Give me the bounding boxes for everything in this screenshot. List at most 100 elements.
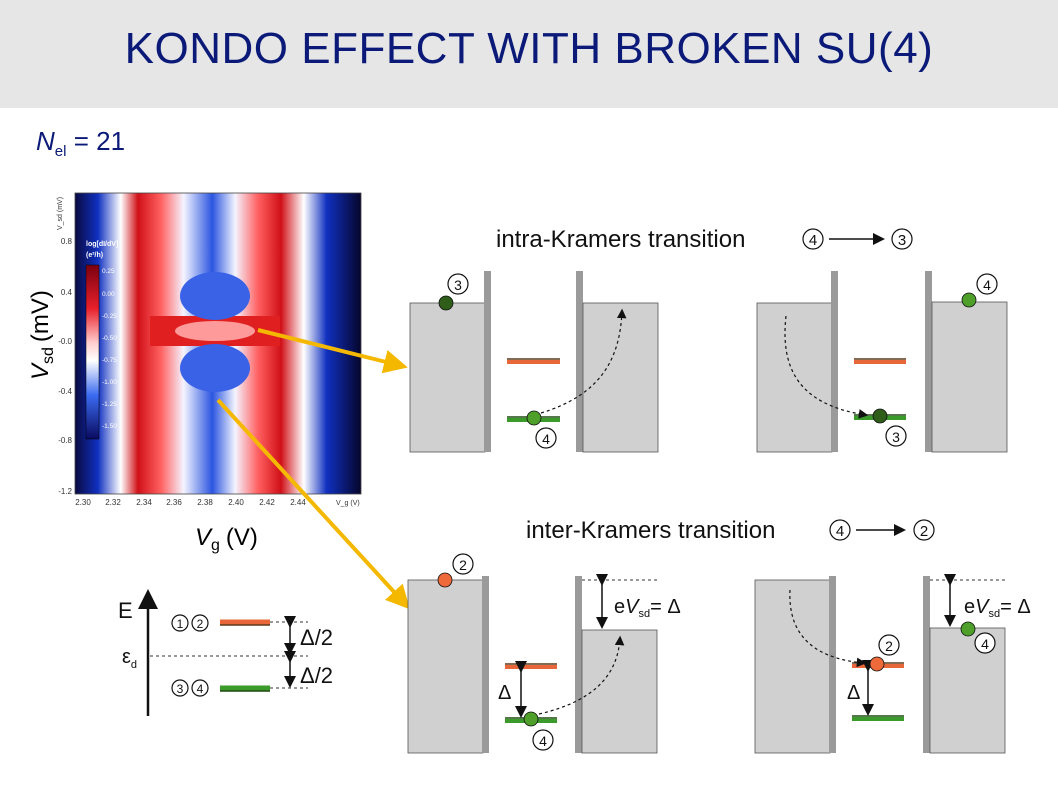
state-label-3: 3: [177, 682, 184, 696]
right-lead: [581, 629, 658, 754]
right-barrier: [575, 576, 582, 753]
y-tick-2: -0.0: [58, 337, 72, 346]
bias-var: V: [625, 596, 640, 618]
nel-subscript: el: [54, 143, 67, 161]
colorbar-tick-2: -0.25: [102, 313, 117, 320]
top-dot-label-circle: [974, 632, 996, 654]
left-barrier: [831, 271, 838, 452]
colorbar-tick-7: -1.50: [102, 423, 117, 430]
x-tick-labels: 2.30 2.32 2.34 2.36 2.38 2.40 2.42 2.44: [75, 498, 306, 507]
nel-symbol: N: [36, 126, 55, 156]
electron-dot-level: [523, 711, 539, 727]
inner-y-axis-label: V_sd (mV): [57, 197, 64, 230]
top-dot-label-circle: [447, 273, 469, 295]
x-axis-label: Vg(V): [195, 524, 258, 554]
inter-to-circle: [913, 519, 935, 541]
y-tick-labels: 0.8 0.4 -0.0 -0.4 -0.8 -1.2: [58, 237, 72, 496]
level-dot-label-circle: [885, 425, 907, 447]
colorbar-tick-5: -1.00: [102, 379, 117, 386]
top-dot-label-circle: [452, 553, 474, 575]
left-lead: [756, 302, 833, 453]
y-axis-unit: (mV): [27, 290, 54, 342]
y-axis-label: Vsd(mV): [27, 290, 57, 380]
inter-to-label: 2: [920, 523, 928, 540]
top-dot-label-circle: [976, 273, 998, 295]
delta-label: Δ: [847, 682, 860, 704]
energy-level-diagram: E εd Δ/2 Δ/2 1 2 3 4: [118, 589, 333, 716]
left-lead: [409, 302, 486, 453]
colorbar-tick-6: -1.25: [102, 401, 117, 408]
delta-label: Δ: [498, 682, 511, 704]
x-axis-unit: (V): [226, 524, 258, 551]
yellow-arrow-intra: [257, 328, 408, 374]
bias-sub: sd: [988, 608, 1000, 620]
electron-dot-top: [437, 572, 453, 588]
x-tick-2: 2.34: [136, 498, 152, 507]
bias-prefix: e: [964, 596, 975, 618]
intra-heading: intra-Kramers transition 4 3: [496, 226, 913, 253]
state-label-2: 2: [197, 617, 204, 631]
lower-blue-lobe: [180, 344, 250, 392]
level-dot-label: 2: [885, 638, 893, 654]
bias-prefix: e: [614, 596, 625, 618]
right-lead: [582, 302, 659, 453]
slide-title: KONDO EFFECT WITH BROKEN SU(4): [124, 24, 934, 73]
electron-dot-level: [869, 656, 885, 672]
right-lead: [931, 301, 1008, 453]
y-tick-0: 0.8: [61, 237, 73, 246]
bias-label: eVsd= Δ: [614, 596, 681, 620]
top-dot-label: 3: [454, 277, 462, 293]
left-lead: [754, 579, 831, 754]
bias-label: eVsd= Δ: [964, 596, 1031, 620]
inter-from-label: 4: [836, 523, 844, 540]
right-barrier: [576, 271, 583, 452]
y-axis-sub: sd: [40, 347, 57, 364]
x-tick-3: 2.36: [166, 498, 182, 507]
state-circle-1: [171, 614, 189, 632]
energy-axis-label: E: [118, 598, 133, 623]
bias-var: V: [975, 596, 990, 618]
level-dot-label: 3: [892, 429, 900, 445]
level-dot-label-circle: [535, 427, 557, 449]
state-label-1: 1: [177, 617, 184, 631]
inter-heading: inter-Kramers transition 4 2: [526, 517, 935, 544]
tunneling-arrow: [784, 315, 869, 419]
inter-left-panel: eVsd= Δ Δ 2 4: [407, 553, 681, 754]
epsilon-sub: d: [131, 659, 137, 671]
left-barrier: [829, 576, 836, 753]
top-dot-label: 4: [981, 636, 989, 652]
right-barrier: [923, 576, 930, 753]
left-barrier: [482, 576, 489, 753]
central-white-band: [175, 321, 255, 341]
x-tick-0: 2.30: [75, 498, 91, 507]
intra-to-circle: [891, 228, 913, 250]
electron-dot-level: [526, 410, 542, 426]
left-barrier: [484, 271, 491, 452]
intra-right-panel: 4 3: [756, 271, 1008, 453]
inter-from-circle: [829, 519, 851, 541]
bias-eq: = Δ: [1000, 596, 1031, 618]
intra-left-panel: 3 4: [409, 271, 659, 453]
left-lead: [407, 579, 484, 754]
bias-eq: = Δ: [650, 596, 681, 618]
epsilon-symbol: ε: [122, 646, 131, 668]
state-label-4: 4: [197, 682, 204, 696]
level-dot-label-circle: [532, 729, 554, 751]
colorbar-tick-3: -0.50: [102, 335, 117, 342]
state-circle-3: [171, 679, 189, 697]
colorbar-tick-1: 0.00: [102, 291, 115, 298]
x-tick-5: 2.40: [228, 498, 244, 507]
colorbar: [85, 264, 100, 440]
x-axis-var: V: [195, 524, 213, 551]
yellow-arrow-inter: [216, 398, 411, 610]
y-tick-3: -0.4: [58, 387, 72, 396]
state-circle-4: [191, 679, 209, 697]
inter-right-panel: eVsd= Δ Δ 2 4: [754, 574, 1031, 754]
inner-x-axis-label: V_g (V): [336, 500, 360, 507]
intra-heading-text: intra-Kramers transition: [496, 226, 745, 253]
x-tick-7: 2.44: [290, 498, 306, 507]
level-dot-label: 4: [542, 431, 550, 447]
colorbar-title: log[dI/dV]: [86, 241, 118, 248]
title-bar: [0, 0, 1058, 108]
